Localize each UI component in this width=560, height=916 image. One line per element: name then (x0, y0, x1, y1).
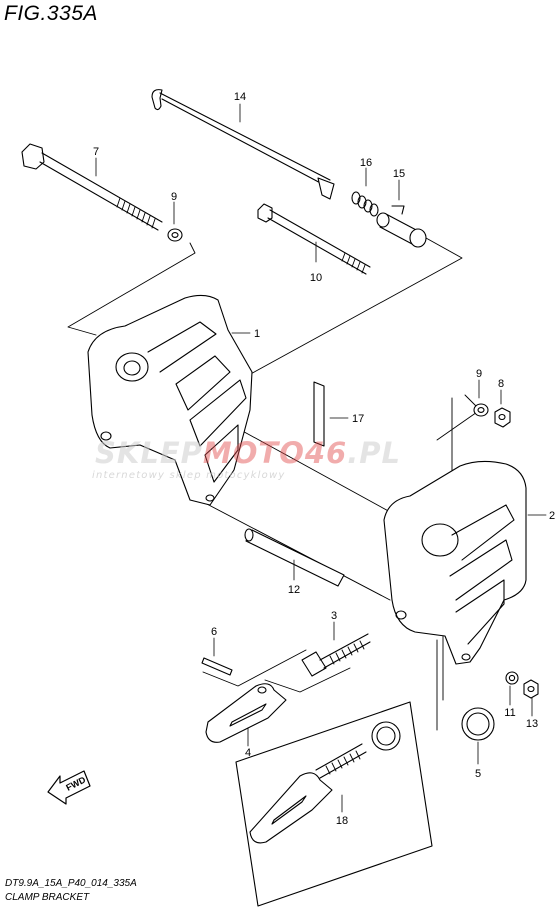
callout-16: 16 (360, 157, 372, 169)
part-1-clamp-bracket-left (87, 294, 253, 506)
part-5-pad (461, 707, 495, 741)
callout-5: 5 (475, 768, 481, 780)
diagram-code: DT9.9A_15A_P40_014_335A (5, 878, 137, 889)
part-8-nut (494, 407, 511, 428)
part-4-handle (205, 683, 287, 743)
part-13-nut (523, 679, 539, 699)
callout-2: 2 (549, 510, 555, 522)
part-9-washer-upper (167, 228, 183, 242)
part-12-pin (244, 528, 345, 587)
part-3-thumb-screw (301, 633, 371, 677)
callout-14: 14 (234, 91, 246, 103)
callout-4: 4 (245, 747, 251, 759)
part-18-kit (235, 701, 433, 907)
callout-1: 1 (254, 328, 260, 340)
callout-9-right: 9 (476, 368, 482, 380)
callout-6: 6 (211, 626, 217, 638)
callout-7: 7 (93, 146, 99, 158)
part-14-lever-rod (151, 89, 335, 200)
part-10-bolt (257, 203, 371, 275)
part-6-pin (201, 657, 233, 676)
callout-15: 15 (393, 168, 405, 180)
part-16-spring (351, 191, 379, 217)
grouping-lines (67, 237, 481, 731)
figure-title: FIG.335A (4, 2, 98, 25)
callout-13: 13 (526, 718, 538, 730)
part-2-clamp-bracket-right (383, 460, 527, 665)
callout-11: 11 (504, 707, 515, 719)
part-11-washer (505, 671, 519, 685)
fwd-arrow-icon: FWD (47, 770, 91, 805)
callout-12: 12 (288, 584, 300, 596)
diagram-name: CLAMP BRACKET (5, 892, 90, 903)
callout-3: 3 (331, 610, 337, 622)
callout-8: 8 (498, 378, 504, 390)
part-17-plate (313, 381, 325, 447)
callouts: 14 7 16 15 9 10 1 9 8 17 2 12 3 6 4 11 1 (93, 91, 555, 827)
part-9-washer-right (473, 403, 489, 417)
callout-18: 18 (336, 815, 348, 827)
part-15-collar (376, 205, 427, 248)
callout-17: 17 (352, 413, 364, 425)
callout-9-upper: 9 (171, 191, 177, 203)
callout-10: 10 (310, 272, 322, 284)
part-7-long-bolt (21, 143, 163, 231)
